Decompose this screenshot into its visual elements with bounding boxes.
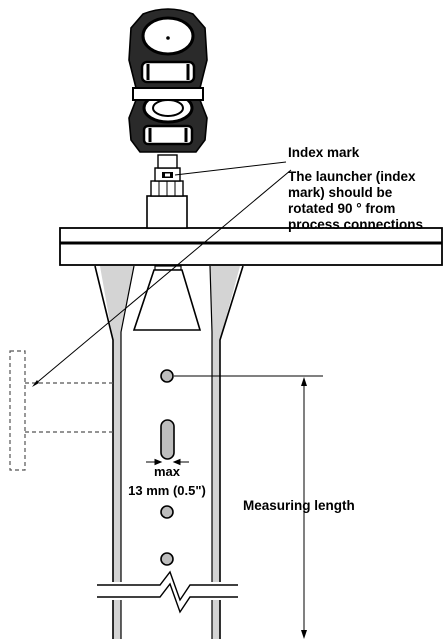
measuring-length-dimension xyxy=(174,375,323,639)
slot-max-label: max xyxy=(154,464,181,479)
rotation-note: The launcher (index mark) should be rota… xyxy=(288,169,423,232)
transmitter-housing xyxy=(128,8,208,153)
index-mark-label: Index mark xyxy=(288,145,360,160)
horn-antenna xyxy=(132,265,202,331)
slot-size-label: 13 mm (0.5") xyxy=(128,483,206,498)
measuring-length-label: Measuring length xyxy=(243,498,355,513)
note-line-1: The launcher (index xyxy=(288,169,416,184)
index-mark xyxy=(162,172,173,178)
index-mark-leaders xyxy=(32,161,292,387)
process-flange xyxy=(59,227,443,266)
slot-width-arrows xyxy=(146,458,189,466)
note-line-3: rotated 90 ° from xyxy=(288,201,395,216)
pipe-break-mark xyxy=(96,570,238,614)
stilling-pipe xyxy=(94,265,244,639)
alternate-nozzle xyxy=(9,350,113,471)
vent-holes xyxy=(160,369,174,566)
process-connection xyxy=(146,154,188,229)
note-line-4: process connections xyxy=(288,217,423,232)
note-line-2: mark) should be xyxy=(288,185,393,200)
slot xyxy=(160,419,175,460)
